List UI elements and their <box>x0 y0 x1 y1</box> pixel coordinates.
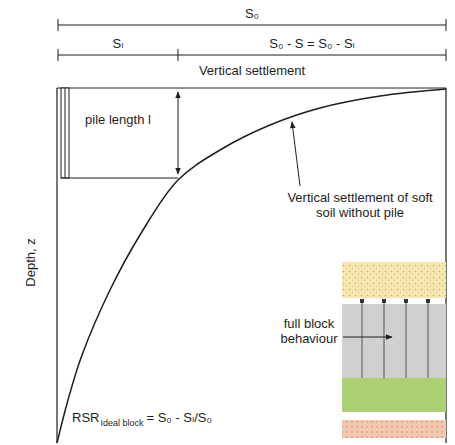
pile <box>61 88 178 178</box>
formula-text: RSR <box>72 410 99 425</box>
dimension-label: S₀ - S = S₀ - Sₗ <box>269 36 355 51</box>
soil-profile-inset <box>342 262 446 438</box>
dimension-label: Sₗ <box>113 36 124 51</box>
formula: RSRIdeal block= S₀ - Sₗ/S₀ <box>72 410 212 427</box>
formula-text: = S₀ - Sₗ/S₀ <box>146 410 211 425</box>
plot-frame <box>57 88 446 443</box>
axis-title: Depth, z <box>22 238 37 286</box>
leader-arrow <box>292 122 300 186</box>
block-label: full block behaviour <box>276 316 342 346</box>
settlement-curve <box>57 89 446 443</box>
pile-length-label: pile length l <box>85 112 151 127</box>
curve-label: Vertical settlement of soft soil without… <box>278 190 442 220</box>
pointer-arrow <box>343 337 392 338</box>
dimension-lines <box>58 19 446 61</box>
formula-subscript: Ideal block <box>100 416 143 431</box>
axis-title: Vertical settlement <box>199 63 305 78</box>
dimension-label: S₀ <box>245 6 259 21</box>
